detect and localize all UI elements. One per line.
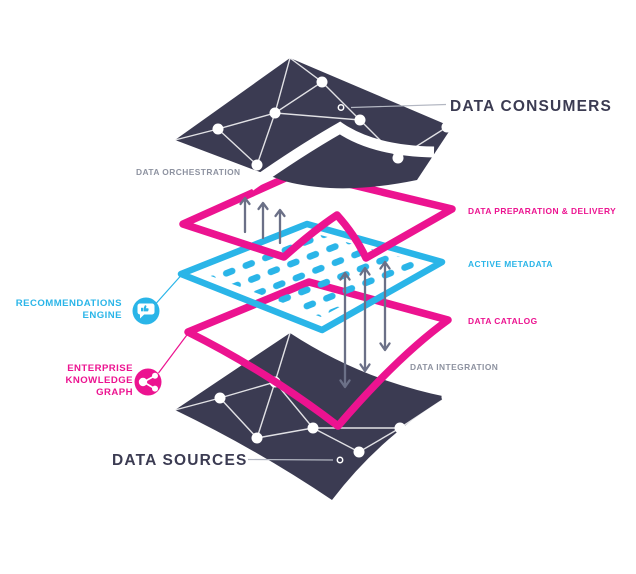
recommendations-engine-label: RECOMMENDATIONS ENGINE (16, 298, 122, 321)
data-catalog-layer (184, 278, 452, 430)
data-sources-label: DATA SOURCES (112, 452, 248, 469)
svg-text:ENTERPRISE: ENTERPRISE (67, 363, 133, 374)
data-preparation-delivery-layer (179, 168, 456, 262)
svg-text:GRAPH: GRAPH (96, 387, 133, 398)
enterprise-knowledge-graph-label: ENTERPRISE KNOWLEDGE GRAPH (66, 363, 134, 398)
data-sources-mesh-layer (174, 332, 453, 500)
active-metadata-label: ACTIVE METADATA (468, 259, 553, 269)
data-sources-network-nodes (214, 376, 453, 464)
recommendations-engine-badge (132, 275, 182, 325)
data-sources-sheet (175, 333, 447, 500)
data-consumers-sheet (175, 58, 452, 189)
data-integration-label: DATA INTEGRATION (410, 362, 498, 372)
active-metadata-outline (177, 220, 446, 334)
share-network-icon (138, 372, 158, 392)
data-preparation-delivery-label: DATA PREPARATION & DELIVERY (468, 206, 616, 216)
page-curl-crease (246, 121, 435, 191)
data-consumers-anchor-ring (337, 104, 345, 111)
data-sources-label-line (247, 458, 334, 461)
data-consumers-label: DATA CONSUMERS (450, 98, 612, 115)
data-orchestration-label: DATA ORCHESTRATION (136, 167, 241, 177)
svg-text:KNOWLEDGE: KNOWLEDGE (66, 375, 134, 386)
data-consumers-label-line (350, 103, 447, 109)
data-catalog-label: DATA CATALOG (468, 316, 538, 326)
knowledge-graph-connector-line (158, 333, 189, 374)
recommendations-connector-line (155, 275, 182, 304)
data-sources-anchor-ring (336, 456, 344, 464)
data-consumers-network-nodes (212, 76, 453, 171)
svg-text:ENGINE: ENGINE (83, 310, 123, 321)
thumbs-up-speech-bubble-icon (137, 303, 155, 319)
svg-text:RECOMMENDATIONS: RECOMMENDATIONS (16, 298, 122, 309)
bidirectional-flow-arrows (339, 260, 391, 389)
enterprise-knowledge-graph-badge (134, 333, 189, 396)
data-consumers-mesh-layer (174, 57, 453, 191)
upward-flow-arrows (239, 196, 286, 245)
